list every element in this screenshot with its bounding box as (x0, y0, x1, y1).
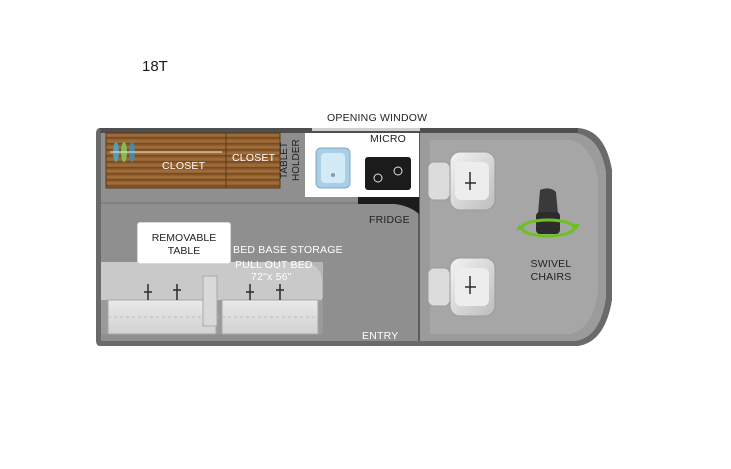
model-title: 18T (142, 58, 168, 75)
micro-label: MICRO (370, 133, 406, 145)
swivel-chairs-label: SWIVEL CHAIRS (530, 258, 572, 283)
closet-left-label: CLOSET (162, 160, 206, 172)
closet-right-label: CLOSET (232, 152, 276, 164)
entry-label: ENTRY (362, 330, 399, 342)
opening-window-label: OPENING WINDOW (327, 112, 428, 124)
fridge-label: FRIDGE (369, 214, 410, 226)
swivel-chair-icon (516, 188, 580, 238)
pull-out-bed-label: PULL OUT BED (235, 259, 313, 271)
closet-hangers (110, 142, 222, 162)
bed-size-label: 72"x 56" (251, 271, 292, 283)
cooktop (365, 157, 411, 190)
removable-table (138, 223, 230, 263)
bed-base-storage-label: BED BASE STORAGE (233, 244, 343, 256)
closet-right (225, 132, 281, 189)
removable-table-label: REMOVABLE TABLE (151, 232, 217, 257)
tablet-holder-label: TABLET HOLDER (279, 139, 302, 181)
seatbelt-anchors (144, 284, 284, 300)
swivel-chair-top (427, 151, 496, 211)
table-post (202, 275, 218, 327)
swivel-chair-bottom (427, 257, 496, 317)
